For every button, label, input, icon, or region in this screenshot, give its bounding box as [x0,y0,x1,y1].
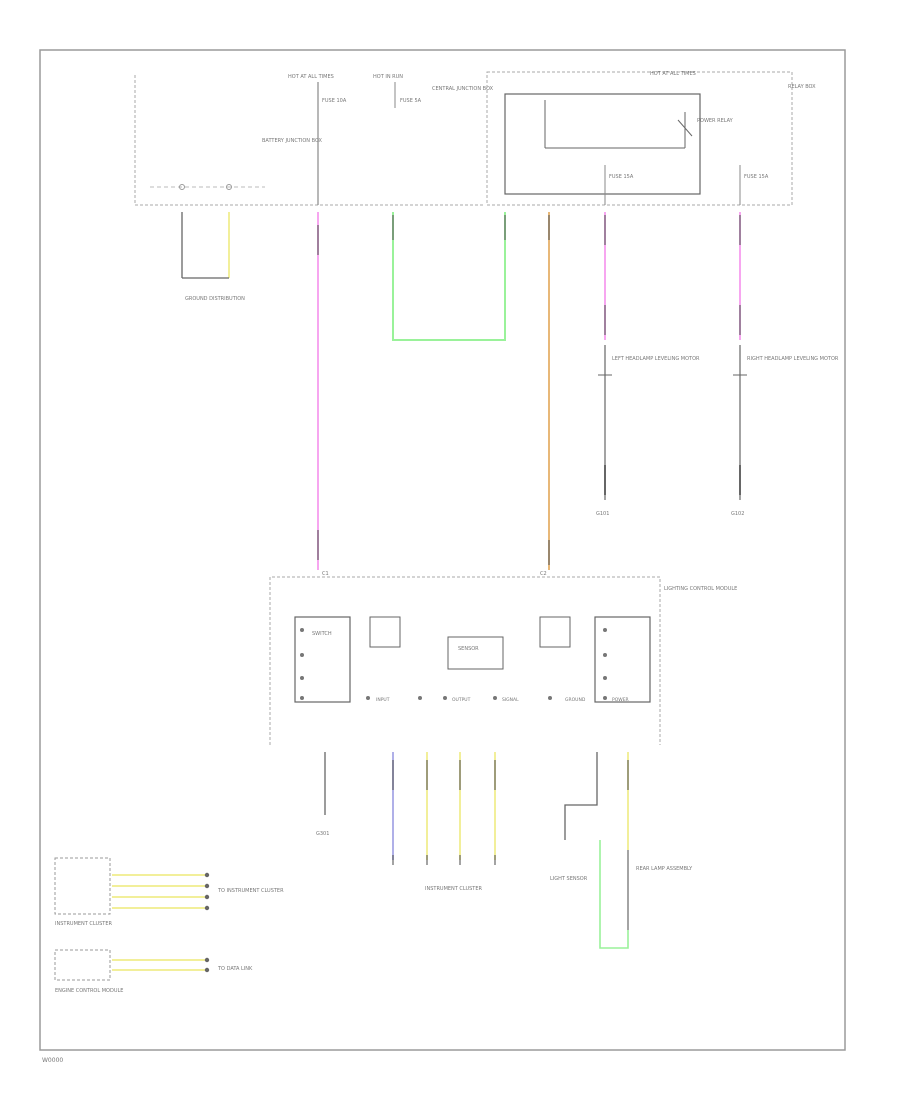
to-cluster-a-label: TO INSTRUMENT CLUSTER [217,888,284,894]
fuse-label-left: FUSE 10A [322,98,347,104]
wire-green-loop [392,212,506,341]
box-relay [539,616,571,648]
bottom-sensor-label: LIGHT SENSOR [550,876,588,882]
module-name-bjb: BATTERY JUNCTION BOX [262,138,323,144]
motor-right-label: RIGHT HEADLAMP LEVELING MOTOR [747,356,839,362]
box-switch [369,616,401,648]
box-center-label: SENSOR [458,646,479,652]
motor-left-ground: G101 [596,511,609,517]
box-center [447,636,504,670]
label-hot-at-all-times: HOT AT ALL TIMES [288,74,334,80]
outer-frame [39,49,846,1051]
top-right-module: HOT AT ALL TIMES RELAY BOX POWER RELAY F… [486,71,816,206]
mm-label-output: OUTPUT [452,697,471,703]
fuse-a-label: FUSE 15A [609,174,634,180]
top-left-module: HOT AT ALL TIMES HOT IN RUN FUSE 10A BAT… [134,74,494,206]
bottom-wires: G301 INSTRUMENT CLUSTER LIGHT SENSOR REA… [316,752,693,949]
mm-label-signal: SIGNAL [502,697,519,703]
motor-right-ground: G102 [731,511,744,517]
box-left-label: SWITCH [312,631,332,637]
fuse2-label: FUSE 5A [400,98,422,104]
side-label-cjb: CENTRAL JUNCTION BOX [432,86,494,92]
top-wires: GROUND DISTRIBUTION [181,212,741,570]
motor-left-label: LEFT HEADLAMP LEVELING MOTOR [612,356,700,362]
side-label-relay-box: RELAY BOX [788,84,816,90]
label-hot-in-run: HOT IN RUN [373,74,403,80]
ecm-box-label: ENGINE CONTROL MODULE [55,988,123,994]
footer-id: W0000 [42,1057,63,1064]
motor-left: LEFT HEADLAMP LEVELING MOTOR G101 [596,345,700,517]
fuse-b-label: FUSE 15A [744,174,769,180]
bottom-ground-label: G301 [316,831,329,837]
mm-label-input: INPUT [376,697,390,703]
box-right [594,616,651,703]
label-ground-distribution: GROUND DISTRIBUTION [185,296,245,302]
instrument-cluster-box: INSTRUMENT CLUSTER TO INSTRUMENT CLUSTER [54,857,284,927]
engine-control-module-box: ENGINE CONTROL MODULE TO DATA LINK [54,949,253,994]
middle-module-title: LIGHTING CONTROL MODULE [664,586,737,592]
motor-right: RIGHT HEADLAMP LEVELING MOTOR G102 [731,345,839,517]
relay-label: POWER RELAY [697,118,734,124]
middle-pin-right: C2 [540,571,547,577]
bottom-rear-label: REAR LAMP ASSEMBLY [636,866,693,872]
to-cluster-b-label: TO DATA LINK [217,966,253,972]
mm-label-power: POWER [612,697,629,703]
ic-box-label: INSTRUMENT CLUSTER [55,921,113,927]
middle-pin-left: C1 [322,571,329,577]
label-hot-at-all-times-right: HOT AT ALL TIMES [650,71,696,77]
box-left [294,616,351,703]
mm-label-ground: GROUND [565,697,586,703]
bottom-cluster-label: INSTRUMENT CLUSTER [425,886,483,892]
relay-housing [504,93,701,195]
middle-module: LIGHTING CONTROL MODULE C1 C2 SWITCH SEN… [269,571,737,745]
